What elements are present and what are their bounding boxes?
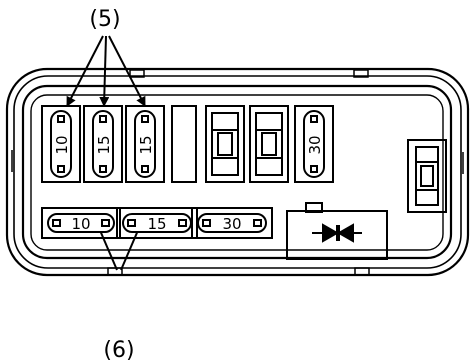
fuse-vertical-30: 30 bbox=[294, 105, 334, 183]
fuse-horizontal-30: 30 bbox=[191, 207, 273, 239]
callout-6-label: (6) bbox=[103, 338, 134, 363]
fuse-rating: 15 bbox=[147, 215, 166, 233]
fuse-vertical-15-a: 15 bbox=[83, 105, 123, 183]
fuse-rating: 30 bbox=[222, 215, 241, 233]
fuse-horizontal-15: 15 bbox=[116, 207, 198, 239]
fuse-rating: 10 bbox=[53, 135, 71, 154]
relay-slot-2 bbox=[249, 105, 289, 183]
fuse-rating: 10 bbox=[71, 215, 90, 233]
empty-fuse-slot bbox=[171, 105, 197, 183]
fuse-box-housing bbox=[5, 67, 470, 277]
fuse-vertical-10: 10 bbox=[41, 105, 81, 183]
callout-5-label: (5) bbox=[89, 7, 120, 32]
upper-fuse-row: 10 15 15 bbox=[41, 105, 447, 213]
side-connector bbox=[407, 139, 447, 213]
diode-symbol-icon bbox=[322, 223, 340, 243]
diode-symbol-icon bbox=[336, 223, 354, 243]
relay-slot-1 bbox=[205, 105, 245, 183]
diode-module bbox=[286, 202, 388, 260]
fuse-rating: 30 bbox=[306, 135, 324, 154]
fuse-horizontal-10: 10 bbox=[41, 207, 121, 239]
lower-fuse-row: 10 15 30 bbox=[41, 202, 388, 260]
fuse-rating: 15 bbox=[95, 135, 113, 154]
fuse-vertical-15-b: 15 bbox=[125, 105, 165, 183]
fuse-rating: 15 bbox=[137, 135, 155, 154]
